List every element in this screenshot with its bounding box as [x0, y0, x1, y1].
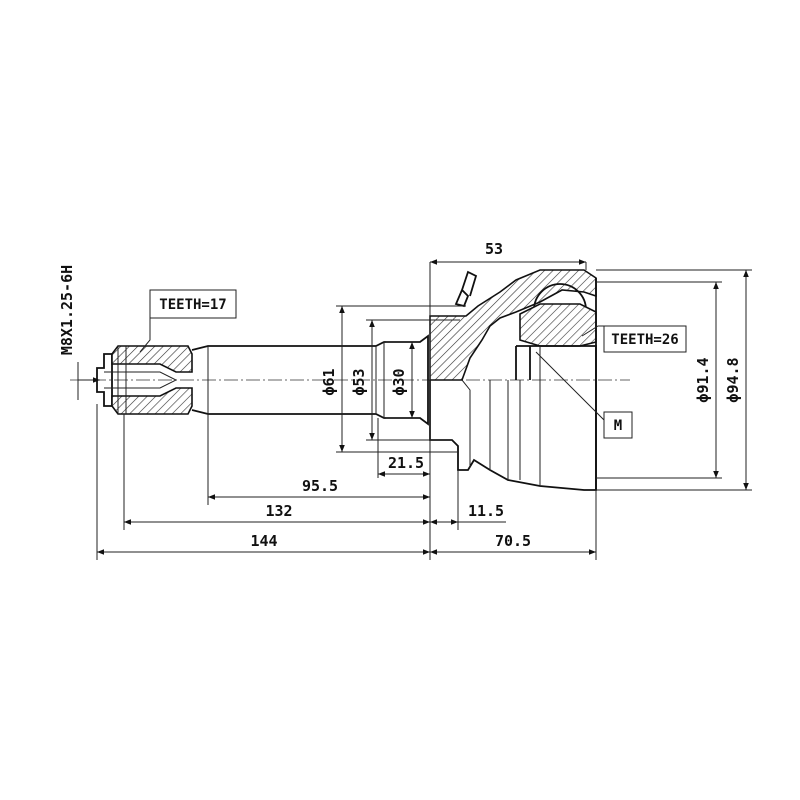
teeth-inner-label: TEETH=26: [611, 332, 678, 348]
spline-section-bottom: [111, 387, 193, 415]
thread-spec-label: M8X1.25-6H: [58, 265, 76, 355]
marker-m-label: M: [614, 418, 622, 434]
dim-21-5: 21.5: [388, 454, 424, 472]
housing-top-section: [429, 269, 597, 381]
dimension-lines: [77, 259, 752, 560]
dim-phi30: ϕ30: [390, 368, 408, 395]
dim-11-5: 11.5: [468, 502, 504, 520]
dim-95-5: 95.5: [302, 477, 338, 495]
dim-70-5: 70.5: [495, 532, 531, 550]
housing-lower: [429, 380, 597, 491]
dim-144: 144: [250, 532, 277, 550]
inner-race: [519, 303, 597, 347]
clamp-ring: [454, 270, 478, 308]
teeth-inner-box: [603, 325, 687, 353]
dim-phi94-8: ϕ94.8: [724, 357, 742, 402]
shaft: [96, 334, 429, 426]
dim-phi61: ϕ61: [320, 368, 338, 395]
dim-phi53: ϕ53: [350, 368, 368, 395]
spline-section-top: [111, 345, 193, 373]
joint-housing: [429, 269, 597, 491]
dim-132: 132: [265, 502, 292, 520]
teeth-shaft-box: [149, 289, 237, 319]
teeth-shaft-label: TEETH=17: [159, 297, 226, 313]
dim-53: 53: [485, 240, 503, 258]
marker-m-box: [603, 411, 633, 439]
shaft-body: [191, 334, 429, 426]
dim-phi91-4: ϕ91.4: [694, 357, 712, 402]
